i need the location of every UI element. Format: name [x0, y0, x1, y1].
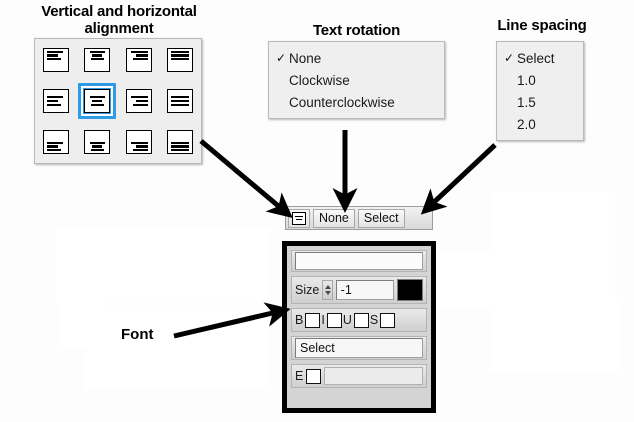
font-select-row: Select: [291, 336, 427, 360]
background-artifact: [85, 348, 270, 390]
align-top-center-icon: [84, 47, 111, 72]
align-top-justify-icon: [167, 47, 194, 72]
spacing-menu-item-2-0[interactable]: 2.0: [497, 113, 583, 135]
emphasis-input[interactable]: [324, 367, 423, 385]
align-top-left-icon: [42, 47, 69, 72]
align-cell-middle-center[interactable]: [78, 82, 117, 119]
font-color-swatch[interactable]: [396, 279, 423, 301]
align-center-icon: [292, 211, 306, 225]
alignment-grid: [35, 39, 201, 163]
bold-label: B: [295, 313, 304, 327]
alignment-picker-panel[interactable]: [34, 38, 202, 164]
font-name-row: [291, 250, 427, 272]
rotation-heading: Text rotation: [312, 22, 401, 39]
text-rotation-menu[interactable]: ✓ None Clockwise Counterclockwise: [268, 41, 445, 119]
rotation-menu-item-label: Clockwise: [289, 72, 350, 88]
font-size-input[interactable]: -1: [335, 280, 394, 300]
strikethrough-checkbox[interactable]: [380, 312, 396, 328]
spacing-menu-item-label: Select: [517, 50, 555, 66]
align-cell-middle-justify[interactable]: [161, 83, 199, 119]
align-cell-middle-right[interactable]: [120, 83, 158, 119]
align-cell-bottom-justify[interactable]: [161, 124, 199, 160]
underline-label: U: [342, 313, 352, 327]
align-bottom-left-icon: [42, 130, 69, 155]
check-icon: ✓: [275, 51, 287, 65]
rotation-menu-item-counterclockwise[interactable]: Counterclockwise: [269, 91, 444, 113]
align-top-right-icon: [125, 47, 152, 72]
stepper-up-icon[interactable]: [324, 285, 331, 289]
underline-checkbox[interactable]: [353, 312, 369, 328]
toolbar-alignment-button[interactable]: [288, 208, 310, 228]
emphasis-label: E: [295, 369, 304, 383]
bold-toggle[interactable]: B: [295, 312, 321, 328]
align-cell-bottom-center[interactable]: [78, 124, 116, 160]
align-middle-center-icon: [81, 85, 114, 116]
align-middle-left-icon: [42, 88, 69, 113]
strikethrough-toggle[interactable]: S: [369, 312, 396, 328]
align-cell-middle-left[interactable]: [37, 83, 75, 119]
toolbar-spacing-button[interactable]: Select: [357, 208, 405, 228]
formatting-toolbar[interactable]: None Select: [285, 206, 433, 230]
line-spacing-menu[interactable]: ✓ Select 1.0 1.5 2.0: [496, 41, 584, 141]
font-annotation-label: Font: [121, 326, 154, 343]
align-cell-top-justify[interactable]: [161, 42, 199, 78]
strikethrough-label: S: [369, 313, 379, 327]
background-artifact: [55, 228, 270, 303]
spacing-menu-item-label: 1.5: [517, 94, 536, 110]
background-artifact: [437, 252, 572, 307]
background-artifact: [490, 300, 620, 372]
spacing-heading: Line spacing: [497, 17, 587, 34]
alignment-heading-line1: Vertical and horizontal: [41, 3, 197, 20]
alignment-heading: Vertical and horizontal alignment: [14, 3, 224, 38]
align-bottom-justify-icon: [167, 130, 194, 155]
font-size-stepper[interactable]: [322, 280, 333, 300]
italic-label: I: [321, 313, 325, 327]
font-emphasis-row: E: [291, 364, 427, 388]
arrow-spacing-to-toolbar: [420, 143, 497, 215]
spacing-menu-item-select[interactable]: ✓ Select: [497, 47, 583, 69]
spacing-menu-item-label: 2.0: [517, 116, 536, 132]
align-cell-top-center[interactable]: [78, 42, 116, 78]
italic-checkbox[interactable]: [326, 312, 342, 328]
font-size-row: Size -1: [291, 276, 427, 304]
font-panel[interactable]: Size -1 B I U S: [282, 241, 436, 413]
alignment-heading-line2: alignment: [84, 20, 154, 38]
spacing-menu-item-1-5[interactable]: 1.5: [497, 91, 583, 113]
arrow-alignment-to-toolbar: [199, 139, 293, 219]
stepper-down-icon[interactable]: [324, 291, 331, 295]
background-artifact: [60, 303, 105, 348]
font-size-label: Size: [295, 283, 320, 297]
align-middle-right-icon: [125, 88, 152, 113]
font-name-input[interactable]: [295, 252, 423, 270]
font-style-row: B I U S: [291, 308, 427, 332]
rotation-menu-item-label: Counterclockwise: [289, 94, 395, 110]
rotation-menu-item-label: None: [289, 50, 322, 66]
spacing-menu-item-label: 1.0: [517, 72, 536, 88]
underline-toggle[interactable]: U: [342, 312, 369, 328]
toolbar-rotation-button[interactable]: None: [313, 208, 355, 228]
emphasis-checkbox[interactable]: [306, 368, 322, 384]
check-icon: ✓: [503, 51, 515, 65]
align-cell-top-right[interactable]: [120, 42, 158, 78]
font-select-dropdown[interactable]: Select: [295, 338, 423, 358]
align-cell-top-left[interactable]: [37, 42, 75, 78]
italic-toggle[interactable]: I: [321, 312, 342, 328]
rotation-menu-item-none[interactable]: ✓ None: [269, 47, 444, 69]
rotation-menu-item-clockwise[interactable]: Clockwise: [269, 69, 444, 91]
align-cell-bottom-right[interactable]: [120, 124, 158, 160]
align-middle-justify-icon: [167, 88, 194, 113]
align-bottom-right-icon: [125, 130, 152, 155]
spacing-menu-item-1-0[interactable]: 1.0: [497, 69, 583, 91]
align-cell-bottom-left[interactable]: [37, 124, 75, 160]
bold-checkbox[interactable]: [305, 312, 321, 328]
align-bottom-center-icon: [84, 130, 111, 155]
